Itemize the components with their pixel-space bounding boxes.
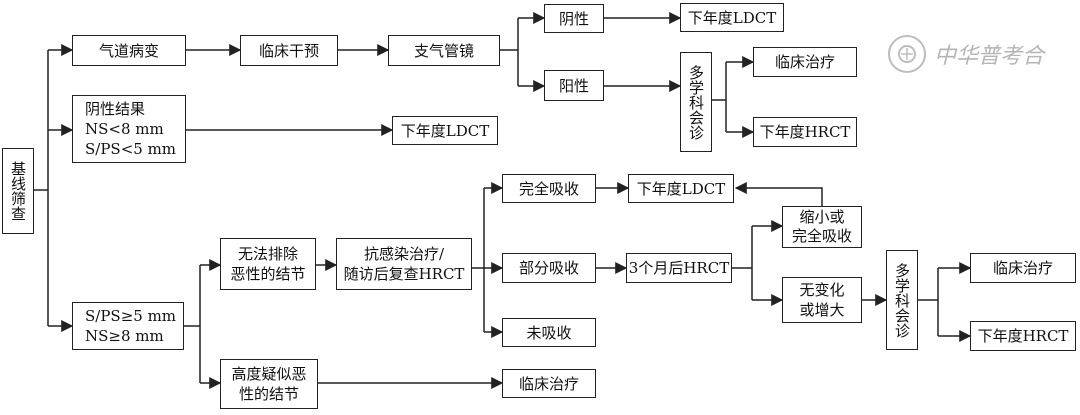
not-absorbed-box: 未吸收: [502, 318, 596, 347]
mdt-bottom-label: 多学科会诊: [893, 262, 911, 338]
next-year-ldct-top-box: 下年度LDCT: [680, 3, 784, 32]
watermark-text: 中华普考合: [934, 44, 1045, 69]
branch-antiinfection: [472, 188, 485, 332]
large-nodule-box: S/PS≥5 mm NS≥8 mm: [72, 302, 184, 350]
highly-suspect-line2: 性的结节: [238, 385, 299, 403]
unchanged-line1: 无变化: [799, 281, 845, 299]
antiinfection-line2: 随访后复查HRCT: [343, 265, 465, 283]
next-year-ldct-bottom-label: 下年度LDCT: [636, 179, 726, 198]
next-year-hrct-bottom-label: 下年度HRCT: [977, 327, 1069, 345]
antiinfection-line1: 抗感染治疗/: [363, 245, 445, 263]
not-absorbed-label: 未吸收: [526, 323, 572, 342]
next-year-ldct-negresult-label: 下年度LDCT: [400, 121, 490, 140]
positive-label: 阳性: [558, 76, 589, 95]
shrink-line2: 完全吸收: [791, 227, 852, 245]
negative-label: 阴性: [558, 9, 589, 28]
hrct-3month-box: 3个月后HRCT: [626, 253, 732, 283]
watermark: 中华普考合: [888, 34, 1058, 74]
partial-absorption-box: 部分吸收: [502, 253, 596, 283]
unchanged-line2: 或增大: [799, 301, 845, 319]
clinical-treatment-suspect-box: 临床治疗: [502, 369, 596, 398]
unchanged-or-enlarged-box: 无变化 或增大: [782, 277, 862, 323]
partial-absorption-label: 部分吸收: [518, 259, 579, 277]
cannot-exclude-line2: 恶性的结节: [230, 265, 306, 283]
clinical-intervention-box: 临床干预: [240, 35, 338, 66]
positive-box: 阳性: [544, 70, 604, 101]
branch-bronch: [500, 18, 519, 86]
clinical-treatment-top-label: 临床治疗: [774, 53, 835, 71]
highly-suspect-malignant-box: 高度疑似恶 性的结节: [220, 359, 318, 409]
large-nodule-sps: S/PS≥5 mm: [85, 307, 177, 325]
mdt-top-label: 多学科会诊: [687, 64, 705, 140]
clinical-intervention-label: 临床干预: [258, 41, 319, 60]
baseline-screening-box: 基线筛查: [2, 148, 34, 234]
shrink-or-absorbed-box: 缩小或 完全吸收: [782, 206, 862, 248]
clinical-treatment-suspect-label: 临床治疗: [518, 374, 579, 393]
branch-hrct3: [732, 226, 753, 300]
clinical-treatment-bottom-label: 临床治疗: [992, 259, 1053, 277]
clinical-treatment-top-box: 临床治疗: [753, 47, 857, 77]
arrow-shrink-ldct: [734, 182, 823, 206]
next-year-hrct-top-box: 下年度HRCT: [753, 117, 857, 147]
negative-box: 阴性: [544, 4, 604, 33]
next-year-ldct-top-label: 下年度LDCT: [687, 8, 777, 27]
negative-result-title: 阴性结果: [85, 100, 146, 118]
negative-result-sps: S/PS<5 mm: [85, 140, 177, 158]
branch-large-nodule: [184, 265, 201, 383]
baseline-label: 基线筛查: [9, 161, 27, 221]
next-year-ldct-negresult-box: 下年度LDCT: [392, 116, 498, 145]
seal-icon: [888, 35, 926, 73]
cannot-exclude-line1: 无法排除: [237, 245, 298, 263]
mdt-bottom-box: 多学科会诊: [886, 250, 918, 350]
highly-suspect-line1: 高度疑似恶: [231, 365, 307, 383]
branch-mdt-top: [712, 62, 727, 132]
mdt-top-box: 多学科会诊: [680, 52, 712, 152]
shrink-line1: 缩小或: [799, 208, 845, 226]
airway-lesion-box: 气道病变: [72, 35, 186, 66]
trunk-baseline: [34, 50, 49, 326]
antiinfection-box: 抗感染治疗/ 随访后复查HRCT: [336, 238, 472, 290]
cannot-exclude-malignant-box: 无法排除 恶性的结节: [220, 238, 316, 290]
complete-absorption-label: 完全吸收: [518, 179, 579, 198]
airway-label: 气道病变: [98, 41, 159, 60]
branch-mdt-bottom: [918, 268, 939, 336]
large-nodule-ns: NS≥8 mm: [85, 327, 164, 345]
negative-result-box: 阴性结果 NS<8 mm S/PS<5 mm: [72, 95, 186, 163]
bronchoscopy-box: 支气管镜: [388, 35, 500, 66]
bronchoscopy-label: 支气管镜: [413, 41, 474, 60]
clinical-treatment-bottom-box: 临床治疗: [970, 253, 1076, 283]
complete-absorption-box: 完全吸收: [502, 174, 596, 203]
negative-result-ns: NS<8 mm: [85, 120, 164, 138]
next-year-hrct-bottom-box: 下年度HRCT: [970, 321, 1076, 351]
hrct-3month-label: 3个月后HRCT: [628, 259, 730, 277]
next-year-ldct-bottom-box: 下年度LDCT: [628, 174, 734, 203]
next-year-hrct-top-label: 下年度HRCT: [759, 123, 851, 141]
